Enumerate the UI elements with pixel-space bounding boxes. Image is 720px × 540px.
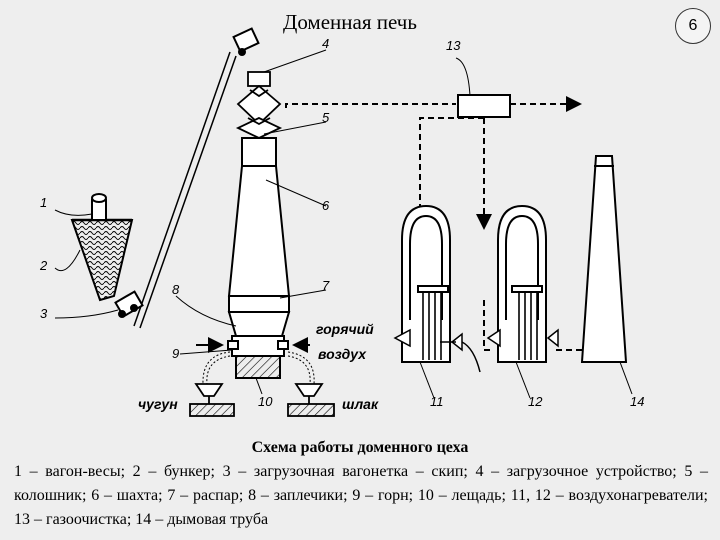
stove-valves [393,328,559,373]
hot-blast-stove-11 [401,204,451,363]
slide-title: Доменная печь [283,10,417,34]
label-11: 11 [430,394,444,409]
hot-blast-stove-12 [497,204,547,363]
pig-iron-ladle [189,383,235,417]
label-9: 9 [172,346,179,361]
bunker [70,218,134,302]
chimney [580,155,628,363]
caption-title: Схема работы доменного цеха [251,439,469,456]
gas-cleaner [457,94,511,118]
label-1: 1 [40,195,47,210]
blast-furnace [227,137,291,379]
label-4: 4 [322,36,329,51]
caption-legend: 1 – вагон-весы; 2 – бункер; 3 – загрузоч… [14,463,708,528]
label-pig-iron: чугун [138,396,178,412]
label-6: 6 [322,198,330,213]
label-5: 5 [322,110,330,125]
label-12: 12 [528,394,543,409]
label-hot-air-1: горячий [316,321,374,337]
label-7: 7 [322,278,330,293]
slide-number-badge: 6 [675,8,711,44]
label-8: 8 [172,282,180,297]
charging-device [235,71,283,139]
label-13: 13 [446,38,461,53]
skip-car [114,290,144,318]
label-hot-air-2: воздух [318,346,367,362]
pig-iron-flow [202,351,315,385]
leader-lines [54,49,633,399]
label-3: 3 [40,306,48,321]
label-14: 14 [630,394,644,409]
blast-furnace-diagram: 1 2 3 4 5 6 7 8 9 10 11 12 13 14 горячий… [39,27,644,417]
top-skip-car [232,27,260,56]
skip-incline [133,51,237,329]
label-slag: шлак [342,396,379,412]
label-10: 10 [258,394,273,409]
label-2: 2 [39,258,48,273]
wagon-scale [91,193,107,221]
slag-ladle [287,383,335,417]
